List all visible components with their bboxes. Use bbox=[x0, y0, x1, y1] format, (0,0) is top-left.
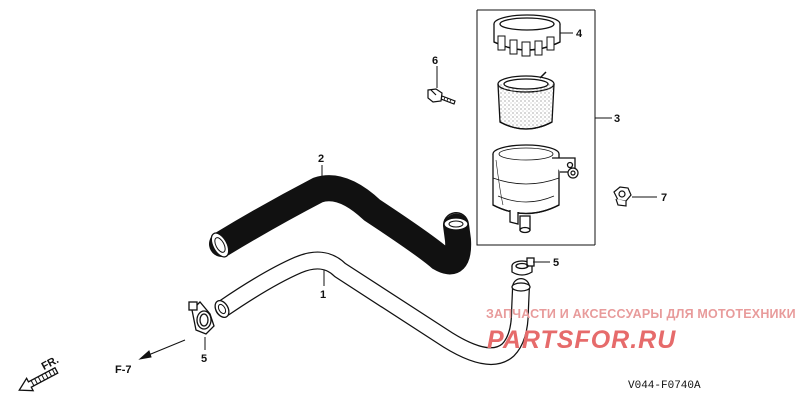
callout-3: 3 bbox=[614, 113, 620, 125]
callout-7: 7 bbox=[661, 192, 667, 204]
watermark-logo: PARTSFOR.RU bbox=[487, 326, 676, 354]
hose-clip-right bbox=[511, 257, 535, 276]
callout-6: 6 bbox=[432, 55, 438, 67]
diagram-code: V044-F0740A bbox=[628, 380, 701, 392]
watermark-tagline: ЗАПЧАСТИ И АКСЕССУАРЫ ДЛЯ МОТОТЕХНИКИ bbox=[486, 307, 796, 321]
reservoir-strainer bbox=[497, 71, 555, 130]
hose-clip-left bbox=[188, 301, 215, 335]
leader-lines bbox=[138, 32, 657, 360]
reservoir-cap bbox=[493, 14, 561, 57]
hose bbox=[214, 251, 531, 365]
front-direction-arrow: FR. bbox=[18, 354, 61, 392]
callout-5-left: 5 bbox=[201, 353, 207, 365]
reference-label: F-7 bbox=[115, 364, 132, 376]
bolt bbox=[427, 88, 456, 105]
nut bbox=[613, 186, 632, 207]
reservoir-assembly-bracket bbox=[476, 9, 612, 246]
callout-2: 2 bbox=[318, 153, 324, 165]
callout-4: 4 bbox=[576, 28, 583, 40]
front-label: FR. bbox=[40, 354, 61, 373]
callout-1: 1 bbox=[320, 289, 326, 301]
reservoir-body bbox=[492, 144, 576, 234]
reservoir-grommet bbox=[567, 167, 579, 179]
corrugated-hose bbox=[209, 175, 472, 275]
callout-5-right: 5 bbox=[553, 257, 559, 269]
